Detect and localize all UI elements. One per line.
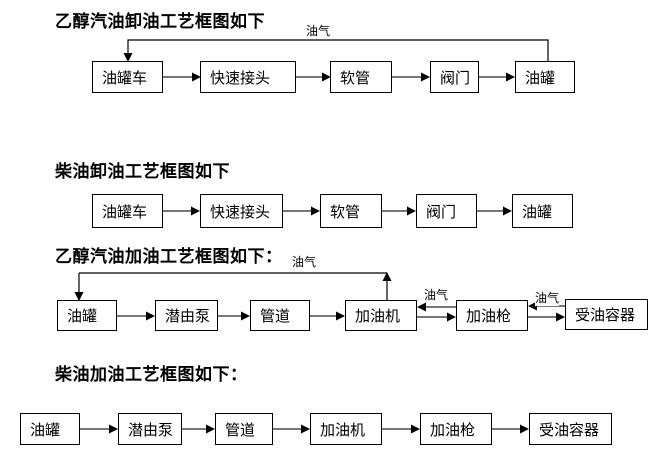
d3-vapor-label-nozzle: 油气 [535,289,560,306]
d1-box-hose: 软管 [330,61,392,93]
d3-box-receiving-container: 受油容器 [565,299,648,330]
d1-box-valve: 阀门 [430,61,479,93]
d4-box-dispenser: 加油机 [310,413,382,445]
d4-box-pipeline: 管道 [215,413,273,445]
d4-box-nozzle: 加油枪 [420,413,492,445]
d4-box-receiving-container: 受油容器 [529,413,612,445]
d3-box-pipeline: 管道 [250,300,310,331]
d1-vapor-label: 油气 [306,24,331,38]
d3-title: 乙醇汽油加油工艺框图如下： [55,247,283,266]
d3-box-submersible-pump: 潜由泵 [155,300,218,331]
d2-box-tank-truck: 油罐车 [92,194,163,228]
d1-vapor-return-line [123,39,549,62]
d3-vapor-label-return: 油气 [292,255,317,269]
d2-box-oil-tank: 油罐 [512,194,573,228]
d3-box-dispenser: 加油机 [345,300,417,331]
d2-box-valve: 阀门 [416,194,477,228]
d3-vapor-label-dispenser: 油气 [424,288,449,302]
d4-box-oil-tank: 油罐 [20,413,80,445]
d3-vapor-return-line [74,272,392,301]
d4-box-submersible-pump: 潜由泵 [118,413,182,445]
d2-box-quick-coupling: 快速接头 [200,194,283,228]
d4-title: 柴油加油工艺框图如下： [55,365,248,384]
d2-box-hose: 软管 [320,194,382,228]
d3-box-nozzle: 加油枪 [456,300,528,331]
d2-title: 柴油卸油工艺框图如下 [55,162,230,181]
d3-box-oil-tank: 油罐 [57,300,117,331]
d1-box-tank-truck: 油罐车 [92,61,163,93]
d1-box-oil-tank: 油罐 [515,61,575,93]
d1-title: 乙醇汽油卸油工艺框图如下 [55,12,265,31]
d1-box-quick-coupling: 快速接头 [200,61,296,93]
